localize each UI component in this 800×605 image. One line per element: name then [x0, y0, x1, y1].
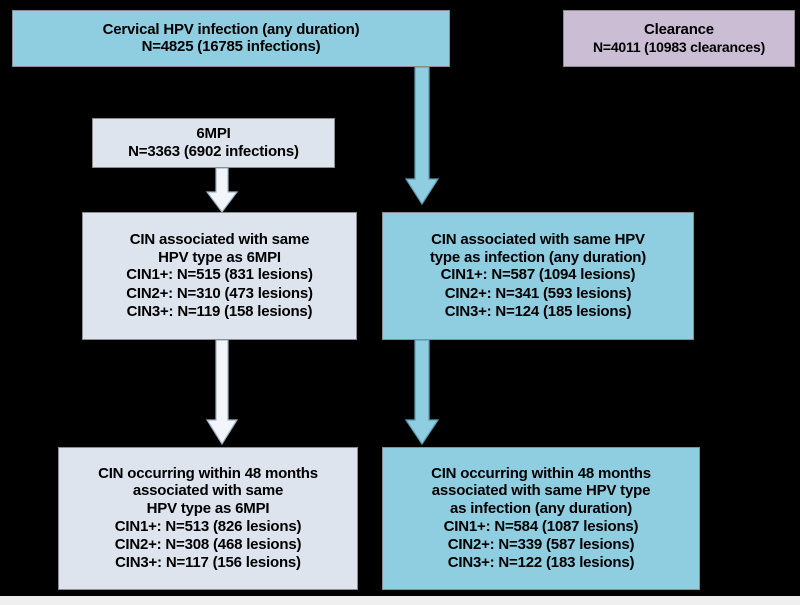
node-cin-48months-6mpi: CIN occurring within 48 months associate… [58, 447, 358, 590]
node-cin-same-type-6mpi: CIN associated with same HPV type as 6MP… [82, 212, 357, 340]
node-title: Clearance [644, 21, 714, 39]
node-stat-cin2: CIN2+: N=310 (473 lesions) [126, 284, 313, 302]
node-title-line-3: as infection (any duration) [449, 499, 633, 517]
node-title-line-2: associated with same [132, 482, 284, 500]
arrow-infection-to-cin-same-type [405, 67, 439, 205]
node-stat-cin3: CIN3+: N=124 (185 lesions) [444, 302, 632, 320]
node-cervical-hpv-infection: Cervical HPV infection (any duration) N=… [12, 10, 450, 67]
node-stat-cin3: CIN3+: N=119 (158 lesions) [126, 302, 313, 320]
node-stat-cin1: CIN1+: N=513 (826 lesions) [114, 517, 302, 535]
node-title-line-1: CIN associated with same [129, 230, 310, 248]
node-stat-cin3: CIN3+: N=122 (183 lesions) [447, 554, 635, 572]
arrow-6mpi-to-cin-same-type-6mpi [205, 168, 239, 213]
arrow-cin-same-type-to-cin-48m [405, 340, 439, 445]
node-title: 6MPI [196, 125, 231, 142]
node-title-line-1: CIN associated with same HPV [431, 230, 645, 248]
node-stat: N=4011 (10983 clearances) [592, 38, 766, 55]
node-title-line-2: associated with same HPV type [431, 482, 651, 500]
node-stat-cin2: CIN2+: N=341 (593 lesions) [444, 284, 632, 302]
node-title-line-3: HPV type as 6MPI [146, 499, 270, 517]
node-title: Cervical HPV infection (any duration) [102, 20, 360, 38]
node-clearance: Clearance N=4011 (10983 clearances) [563, 10, 795, 67]
node-stat-cin1: CIN1+: N=515 (831 lesions) [126, 266, 313, 284]
node-title-line-1: CIN occurring within 48 months [98, 464, 318, 482]
node-stat: N=3363 (6902 infections) [128, 142, 299, 160]
node-title-line-2: type as infection (any duration) [429, 248, 647, 266]
arrow-cin-same-type-6mpi-to-cin-48m-6mpi [205, 340, 239, 445]
node-cin-48months-infection: CIN occurring within 48 months associate… [382, 447, 700, 590]
figure-bottom-border [0, 596, 800, 605]
node-title-line-2: HPV type as 6MPI [158, 248, 281, 266]
node-stat-cin1: CIN1+: N=587 (1094 lesions) [440, 266, 636, 284]
node-stat-cin2: CIN2+: N=339 (587 lesions) [447, 535, 635, 553]
node-stat-cin1: CIN1+: N=584 (1087 lesions) [443, 517, 639, 535]
node-stat-cin2: CIN2+: N=308 (468 lesions) [114, 535, 302, 553]
node-cin-same-type-infection: CIN associated with same HPV type as inf… [382, 212, 694, 340]
node-stat: N=4825 (16785 infections) [141, 38, 321, 56]
node-6mpi: 6MPI N=3363 (6902 infections) [92, 118, 335, 168]
node-stat-cin3: CIN3+: N=117 (156 lesions) [115, 554, 301, 572]
node-title-line-1: CIN occurring within 48 months [431, 464, 651, 482]
